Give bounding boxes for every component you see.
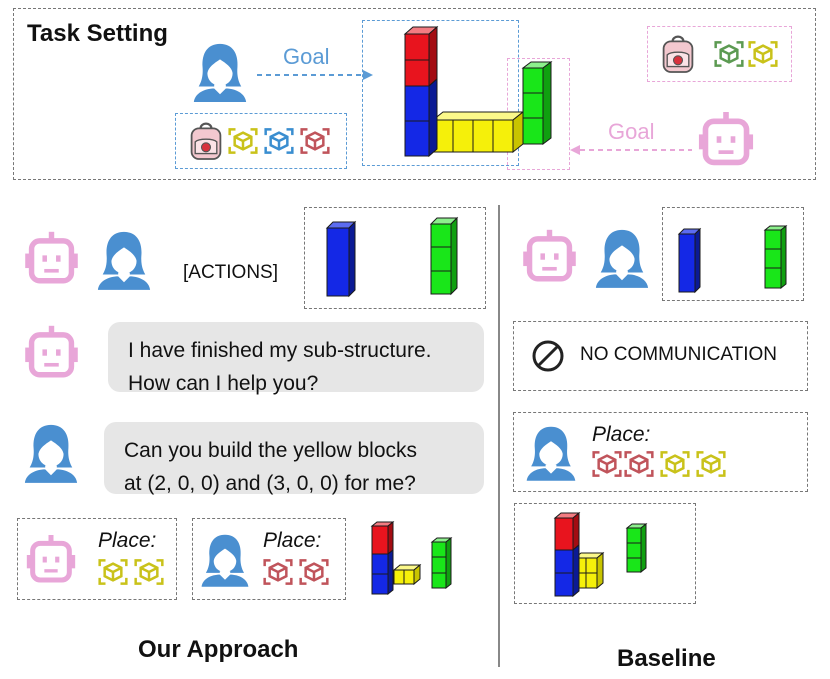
actions-label: [ACTIONS] [183,262,279,283]
green-cube-icon [714,39,744,69]
goal-structure [403,25,553,158]
approach-robot-icon [24,230,79,288]
human-speaker-icon [22,420,80,484]
human-icon [199,529,251,589]
baseline-place-box: Place: [513,412,808,492]
robot-icon [26,533,76,587]
no-communication-box: NO COMMUNICATION [513,321,808,391]
ban-icon [530,338,566,374]
yellow-cube-icon [748,39,778,69]
human-goal-arrow: Goal [257,44,373,80]
approach-human-icon [95,228,153,290]
red-cube-icon [300,126,330,156]
section-divider [498,205,500,667]
our-approach-caption: Our Approach [138,636,299,663]
robot-place-label: Place: [98,529,157,552]
baseline-human-icon [593,226,651,288]
red-cube-icon [263,557,293,587]
task-robot-icon [698,110,754,170]
human-goal-label: Goal [283,44,329,69]
red-cube-icon [624,449,654,479]
human-message-line-1: Can you build the yellow blocks [124,439,417,462]
blue-column [325,220,357,298]
human-place-box: Place: [192,518,346,600]
yellow-cube-icon [696,449,726,479]
blue-cube-icon [264,126,294,156]
red-cube-icon [592,449,622,479]
robot-message-bubble: I have finished my sub-structure. How ca… [108,322,484,395]
human-icon [524,421,578,483]
human-message-line-2: at (2, 0, 0) and (3, 0, 0) for me? [124,472,416,495]
human-place-label: Place: [263,529,322,552]
human-goal-region [362,20,519,166]
yellow-cube-icon [660,449,690,479]
task-setting-title: Task Setting [27,20,168,47]
baseline-actions-box [662,207,804,301]
actions-result-box [304,207,486,309]
yellow-cube-icon [134,557,164,587]
green-column [429,216,459,296]
yellow-cube-icon [228,126,258,156]
baseline-robot-icon [522,228,577,286]
green-column [763,224,788,290]
robot-speaker-icon [24,324,79,382]
robot-message-line-1: I have finished my sub-structure. [128,339,432,362]
robot-goal-label: Goal [608,119,654,144]
blue-column [677,227,702,294]
no-communication-label: NO COMMUNICATION [580,344,778,365]
robot-message-line-2: How can I help you? [128,372,319,395]
human-inventory-box [175,113,347,169]
task-human-icon [190,40,250,102]
baseline-caption: Baseline [617,645,716,672]
backpack-icon [660,33,696,75]
task-setting-panel [13,8,816,180]
robot-goal-arrow: Goal [570,119,692,155]
robot-place-box: Place: [17,518,177,600]
red-cube-icon [299,557,329,587]
baseline-result-structure [553,511,648,598]
backpack-icon [188,120,224,162]
baseline-place-label: Place: [592,423,651,446]
robot-inventory-box [647,26,792,82]
yellow-cube-icon [98,557,128,587]
baseline-result-box [514,503,696,604]
approach-result-structure [370,520,453,596]
human-message-bubble: Can you build the yellow blocks at (2, 0… [104,422,484,495]
